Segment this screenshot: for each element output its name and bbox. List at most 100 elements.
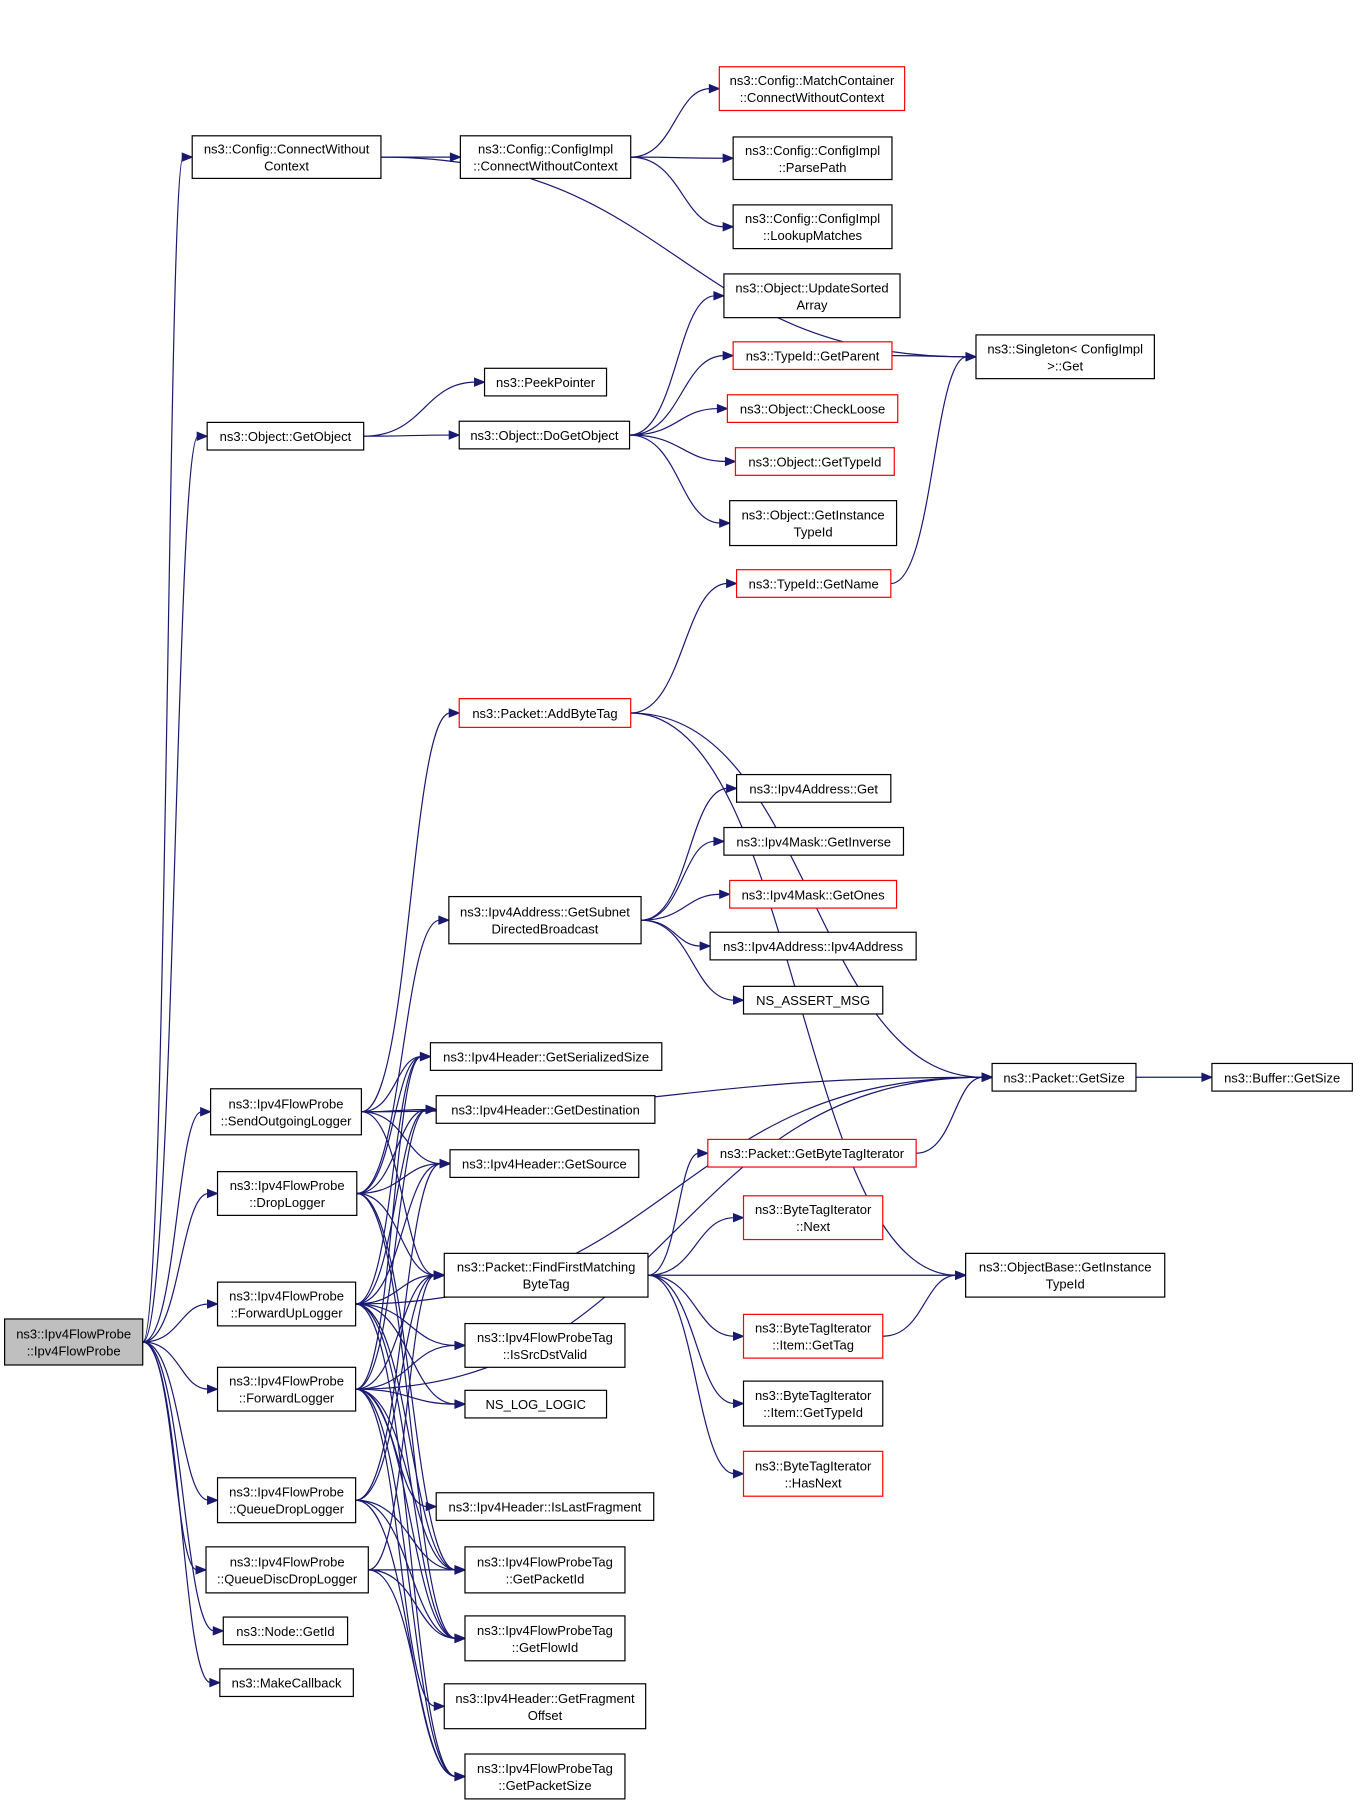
call-edge-n_dgo-to-n_cl	[629, 403, 729, 436]
arrowhead-icon	[196, 431, 209, 441]
graph-node-bthn[interactable]: ns3::ByteTagIterator::HasNext	[742, 1450, 884, 1497]
node-label: ::IsSrcDstValid	[503, 1347, 587, 1362]
node-label: ns3::ByteTagIterator	[755, 1321, 872, 1336]
graph-node-qdl[interactable]: ns3::Ipv4FlowProbe::QueueDropLogger	[216, 1477, 357, 1524]
call-edge-n_fl-to-n_isdv	[355, 1340, 467, 1390]
graph-node-ngi[interactable]: ns3::Node::GetId	[222, 1616, 349, 1646]
call-edge-n_gsdb-to-n_mgi	[641, 836, 726, 921]
graph-node-mgo[interactable]: ns3::Ipv4Mask::GetOnes	[729, 879, 898, 909]
graph-node-btigt[interactable]: ns3::ByteTagIterator::Item::GetTag	[742, 1313, 884, 1359]
graph-node-pgs[interactable]: ns3::Packet::GetSize	[991, 1062, 1137, 1092]
graph-node-mgi[interactable]: ns3::Ipv4Mask::GetInverse	[723, 826, 905, 856]
node-label: ns3::Config::ConnectWithout	[204, 142, 370, 157]
node-label: ::DropLogger	[249, 1195, 326, 1210]
call-edge-n_abt-to-n_gn	[630, 578, 738, 714]
graph-node-ilf[interactable]: ns3::Ipv4Header::IsLastFragment	[435, 1492, 655, 1521]
graph-node-tgps[interactable]: ns3::Ipv4FlowProbeTag::GetPacketSize	[464, 1753, 626, 1800]
graph-node-pp[interactable]: ns3::Config::ConfigImpl::ParsePath	[732, 136, 893, 181]
graph-node-btigti[interactable]: ns3::ByteTagIterator::Item::GetTypeId	[742, 1380, 884, 1427]
node-label: ::Item::GetTypeId	[763, 1405, 863, 1420]
graph-node-pgbti[interactable]: ns3::Packet::GetByteTagIterator	[707, 1138, 917, 1168]
arrowhead-icon	[438, 915, 451, 925]
node-label: Context	[264, 159, 309, 174]
graph-node-tgfi[interactable]: ns3::Ipv4FlowProbeTag::GetFlowId	[464, 1615, 626, 1662]
graph-node-go[interactable]: ns3::Object::GetObject	[206, 421, 365, 451]
arrowhead-icon	[722, 153, 735, 163]
call-edge-n_root-to-n_ful	[142, 1299, 219, 1343]
graph-node-nll[interactable]: NS_LOG_LOGIC	[464, 1389, 608, 1419]
node-label: TypeId	[794, 525, 833, 540]
node-label: ns3::TypeId::GetName	[749, 577, 879, 592]
graph-node-tgpi[interactable]: ns3::Ipv4FlowProbeTag::GetPacketId	[464, 1546, 626, 1594]
graph-node-hgsrc[interactable]: ns3::Ipv4Header::GetSource	[449, 1149, 640, 1178]
graph-node-hgss[interactable]: ns3::Ipv4Header::GetSerializedSize	[429, 1042, 663, 1071]
call-edge-n_ful-to-n_hgd	[355, 1104, 438, 1305]
call-edge-n_ccwc-to-n_lm	[630, 156, 735, 232]
graph-node-nam[interactable]: NS_ASSERT_MSG	[742, 985, 884, 1015]
arrowhead-icon	[726, 578, 738, 589]
node-label: ns3::Ipv4FlowProbe	[229, 1289, 344, 1304]
node-label: ns3::Ipv4Mask::GetInverse	[736, 834, 891, 849]
node-label: ns3::Buffer::GetSize	[1224, 1070, 1340, 1085]
graph-node-gsdb[interactable]: ns3::Ipv4Address::GetSubnetDirectedBroad…	[448, 895, 642, 945]
arrowhead-icon	[732, 1331, 745, 1341]
graph-node-qddl[interactable]: ns3::Ipv4FlowProbe::QueueDiscDropLogger	[205, 1546, 369, 1594]
graph-node-isdv[interactable]: ns3::Ipv4FlowProbeTag::IsSrcDstValid	[464, 1322, 626, 1368]
graph-node-mcb[interactable]: ns3::MakeCallback	[219, 1668, 354, 1698]
node-label: Array	[796, 297, 828, 312]
arrowhead-icon	[207, 1384, 219, 1394]
graph-node-abt[interactable]: ns3::Packet::AddByteTag	[458, 698, 632, 728]
graph-node-peek[interactable]: ns3::PeekPointer	[483, 367, 608, 397]
node-label: Offset	[528, 1708, 563, 1723]
graph-node-root: ns3::Ipv4FlowProbe::Ipv4FlowProbe	[4, 1318, 144, 1366]
graph-node-lm[interactable]: ns3::Config::ConfigImpl::LookupMatches	[732, 204, 893, 250]
node-label: ns3::ByteTagIterator	[755, 1202, 872, 1217]
graph-node-ccwc[interactable]: ns3::Config::ConfigImpl::ConnectWithoutC…	[459, 135, 632, 179]
graph-node-gti[interactable]: ns3::Object::GetTypeId	[734, 447, 895, 476]
node-label: ::Next	[796, 1219, 830, 1234]
graph-node-btin[interactable]: ns3::ByteTagIterator::Next	[742, 1195, 884, 1241]
call-edge-n_qddl-to-n_ffmbt	[368, 1270, 446, 1571]
arrowhead-icon	[732, 995, 745, 1005]
arrowhead-icon	[722, 350, 735, 361]
node-label: ns3::ObjectBase::GetInstance	[979, 1260, 1152, 1275]
graph-node-cl[interactable]: ns3::Object::CheckLoose	[726, 394, 899, 423]
node-label: ns3::Object::DoGetObject	[470, 428, 619, 443]
arrowhead-icon	[732, 1398, 745, 1409]
call-edge-n_ffmbt-to-n_obgit	[647, 1270, 967, 1280]
arrowhead-icon	[965, 352, 978, 362]
call-edge-n_dgo-to-n_usa	[629, 291, 726, 436]
graph-node-dl[interactable]: ns3::Ipv4FlowProbe::DropLogger	[216, 1171, 358, 1216]
graph-node-sg[interactable]: ns3::Singleton< ConfigImpl>::Get	[975, 334, 1155, 380]
node-label: ns3::Singleton< ConfigImpl	[987, 341, 1143, 356]
graph-node-gp[interactable]: ns3::TypeId::GetParent	[732, 341, 893, 371]
node-label: ns3::PeekPointer	[496, 375, 596, 390]
graph-node-ful[interactable]: ns3::Ipv4FlowProbe::ForwardUpLogger	[216, 1281, 357, 1327]
arrowhead-icon	[181, 152, 194, 162]
node-label: ns3::Ipv4Header::IsLastFragment	[448, 1500, 641, 1515]
node-label: ::Ipv4FlowProbe	[27, 1343, 121, 1358]
graph-node-mcwc[interactable]: ns3::Config::MatchContainer::ConnectWith…	[718, 66, 906, 112]
arrowhead-icon	[433, 1270, 446, 1280]
call-edge-n_sol-to-n_hgss	[361, 1051, 432, 1113]
call-edge-n_dgo-to-n_giti	[629, 434, 732, 528]
graph-node-cwc[interactable]: ns3::Config::ConnectWithoutContext	[191, 135, 382, 179]
node-label: ::Item::GetTag	[772, 1338, 854, 1353]
graph-node-i4g[interactable]: ns3::Ipv4Address::Get	[735, 773, 892, 803]
graph-node-dgo[interactable]: ns3::Object::DoGetObject	[458, 420, 631, 450]
graph-node-fl[interactable]: ns3::Ipv4FlowProbe::ForwardLogger	[216, 1366, 357, 1412]
call-edge-n_root-to-n_cwc	[142, 152, 194, 1343]
graph-node-hgd[interactable]: ns3::Ipv4Header::GetDestination	[435, 1095, 656, 1124]
node-label: ns3::Packet::GetSize	[1003, 1070, 1124, 1085]
graph-node-sol[interactable]: ns3::Ipv4FlowProbe::SendOutgoingLogger	[210, 1088, 362, 1136]
call-edge-n_sol-to-n_ffmbt	[361, 1111, 446, 1280]
arrowhead-icon	[454, 1771, 467, 1782]
graph-node-gn[interactable]: ns3::TypeId::GetName	[735, 569, 892, 598]
graph-node-i4a[interactable]: ns3::Ipv4Address::Ipv4Address	[709, 931, 917, 961]
graph-node-bgs[interactable]: ns3::Buffer::GetSize	[1211, 1062, 1353, 1092]
